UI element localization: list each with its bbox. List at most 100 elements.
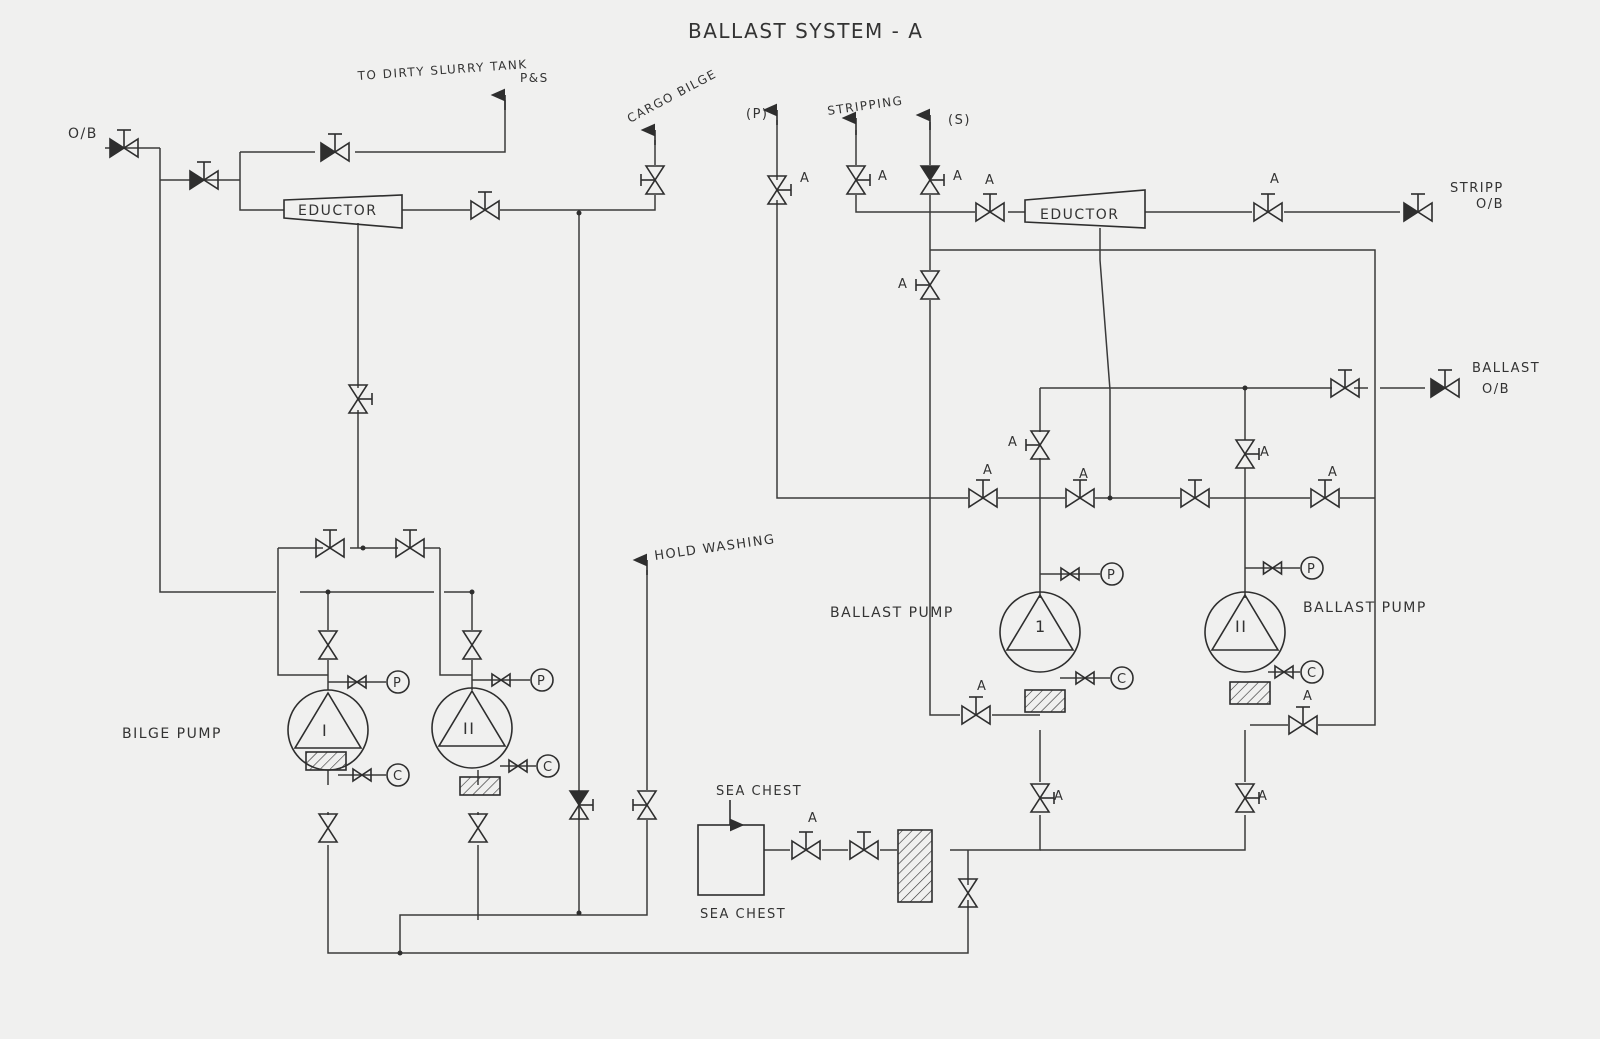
actuator-mark-6: A <box>898 277 908 292</box>
bilge-overboard-valve[interactable] <box>568 790 594 820</box>
sea-chest-strainer <box>897 829 933 903</box>
sea-chest-valve-2[interactable] <box>849 831 879 861</box>
bilge-pump-2-compound-gauge-letter: C <box>543 760 554 775</box>
ballast-pump-2: II <box>1204 591 1286 673</box>
eductor-discharge-valve[interactable] <box>470 191 500 221</box>
starboard-valve[interactable] <box>919 165 945 195</box>
actuator-mark-5: A <box>1270 172 1280 187</box>
stripp-ob-valve[interactable] <box>1403 193 1433 223</box>
hold-washing-valve[interactable] <box>632 790 658 820</box>
stripping-valve[interactable] <box>845 165 871 195</box>
ballast-pump-2-compound-gauge-letter: C <box>1307 666 1318 681</box>
ballast-main-valve-3[interactable] <box>1180 479 1210 509</box>
bilge-crossover-valve-1[interactable] <box>315 529 345 559</box>
ballast-crossover-valve[interactable] <box>1330 369 1360 399</box>
stripp-valve[interactable] <box>1253 193 1283 223</box>
diagram-title: BALLAST SYSTEM - A <box>688 19 923 43</box>
ballast-main-valve-1[interactable] <box>968 479 998 509</box>
port-valve[interactable] <box>766 175 792 205</box>
ballast-pump-2-pressure-gauge: P <box>1245 556 1324 580</box>
actuator-mark-11: A <box>1328 465 1338 480</box>
strainer-ballast-2 <box>1229 681 1271 705</box>
ballast-pump-2-suction-valve[interactable] <box>1234 783 1260 813</box>
ballast-main-valve-2[interactable] <box>1065 479 1095 509</box>
gauges: P P C C P P C C <box>328 556 1324 787</box>
bilge-pump-2-suction-valve[interactable] <box>461 630 483 660</box>
actuator-mark-10: A <box>1079 467 1089 482</box>
ballast-pump-1-number: 1 <box>1035 617 1047 636</box>
ballast-pump-2-label: BALLAST PUMP <box>1303 600 1427 616</box>
actuator-mark-3: A <box>953 169 963 184</box>
ballast-pump-2-discharge-valve[interactable] <box>1234 439 1260 469</box>
labels: BALLAST SYSTEM - A TO DIRTY SLURRY TANK … <box>68 19 1539 922</box>
actuator-mark-16: A <box>808 811 818 826</box>
cargo-bilge-valve[interactable] <box>640 165 666 195</box>
p-and-s-label: P&S <box>520 71 549 85</box>
starboard-label: (S) <box>948 113 971 128</box>
ballast-pump-2-suction-bypass-valve[interactable] <box>1288 706 1318 736</box>
ballast-pump-2-compound-gauge: C <box>1268 660 1324 684</box>
cargo-bilge-label: CARGO BILGE <box>625 67 719 126</box>
to-dirty-slurry-label: TO DIRTY SLURRY TANK <box>356 57 528 83</box>
sea-chest-box <box>697 824 765 896</box>
actuator-mark-7: A <box>1008 435 1018 450</box>
actuator-mark-9: A <box>983 463 993 478</box>
eductor-left: EDUCTOR <box>283 194 403 229</box>
eductor-left-label: EDUCTOR <box>298 203 377 219</box>
ballast-pump-2-pressure-gauge-letter: P <box>1307 562 1316 577</box>
ob-left-label: O/B <box>68 126 98 142</box>
bilge-pump-2: II <box>431 687 513 769</box>
ballast-pump-1-compound-gauge: C <box>1060 666 1134 690</box>
bilge-pump-1-pressure-gauge-letter: P <box>393 676 402 691</box>
stripp-label: STRIPP <box>1450 181 1504 196</box>
valves <box>109 129 1460 908</box>
eductor-supply-valve[interactable] <box>189 161 219 191</box>
ballast-pump-1-pressure-gauge: P <box>1040 562 1124 586</box>
actuator-mark-1: A <box>800 171 810 186</box>
bilge-pump-2-number: II <box>463 719 475 738</box>
actuator-mark-8: A <box>1260 445 1270 460</box>
ballast-pump-1-suction-bypass-valve[interactable] <box>961 696 991 726</box>
strainer-ballast-1 <box>1024 689 1066 713</box>
sea-suction-bilge-valve[interactable] <box>957 878 979 908</box>
ballast-main-valve-4[interactable] <box>1310 479 1340 509</box>
ob-left-valve[interactable] <box>109 129 139 159</box>
ballast-pump-1-pressure-gauge-letter: P <box>1107 568 1116 583</box>
sea-chest-bottom-label: SEA CHEST <box>700 907 786 922</box>
stripp-ob-label: O/B <box>1476 197 1504 212</box>
ballast-pump-1: 1 <box>999 591 1081 673</box>
ballast-pump-1-suction-valve[interactable] <box>1029 783 1055 813</box>
bilge-pump-1-suction-valve[interactable] <box>317 630 339 660</box>
eductor-right: EDUCTOR <box>1024 189 1146 229</box>
pipe-lines <box>105 100 1425 954</box>
starboard-branch-valve[interactable] <box>915 270 941 300</box>
eductor-suction-valve[interactable] <box>347 384 373 414</box>
sea-chest-valve-1[interactable] <box>791 831 821 861</box>
port-label: (P) <box>746 107 768 122</box>
bilge-pump-2-discharge-valve[interactable] <box>467 813 489 843</box>
hold-washing-label: HOLD WASHING <box>653 532 776 564</box>
bilge-pump-1-pressure-gauge: P <box>328 670 410 694</box>
actuator-mark-4: A <box>985 173 995 188</box>
bilge-pump-2-compound-gauge: C <box>500 754 560 778</box>
actuator-mark-12: A <box>977 679 987 694</box>
actuator-mark-15: A <box>1258 789 1268 804</box>
bilge-pump-1-discharge-valve[interactable] <box>317 813 339 843</box>
ballast-pump-1-discharge-valve[interactable] <box>1025 430 1051 460</box>
junction-dots <box>325 210 1248 956</box>
dirty-slurry-valve[interactable] <box>320 133 350 163</box>
ballast-pump-1-label: BALLAST PUMP <box>830 605 954 621</box>
bilge-pump-2-pressure-gauge-letter: P <box>537 674 546 689</box>
bilge-pump-1-compound-gauge-letter: C <box>393 769 404 784</box>
eductor-drive-valve[interactable] <box>975 193 1005 223</box>
sea-chest-top-label: SEA CHEST <box>716 784 802 799</box>
bilge-pump-1-number: I <box>322 721 328 740</box>
strainer-bilge-2 <box>459 776 501 796</box>
outlet-arrows <box>490 88 931 832</box>
ballast-ob-valve[interactable] <box>1430 369 1460 399</box>
bilge-crossover-valve-2[interactable] <box>395 529 425 559</box>
ballast-pump-1-compound-gauge-letter: C <box>1117 672 1128 687</box>
